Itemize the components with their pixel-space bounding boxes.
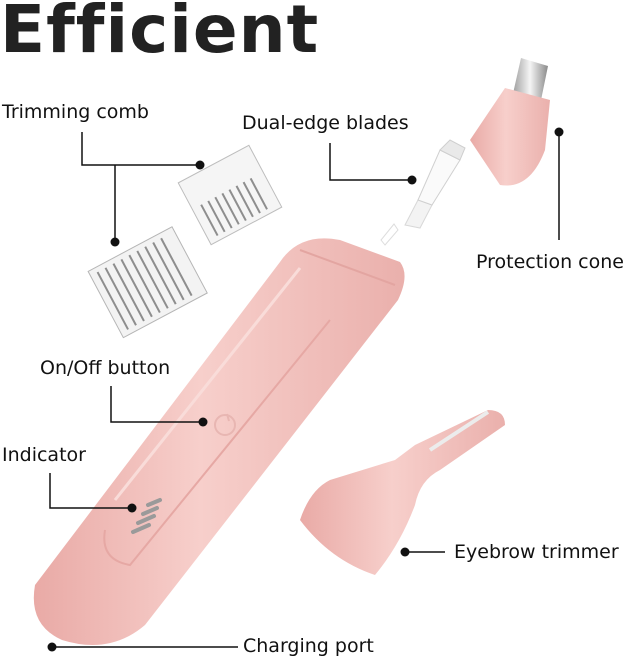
label-eyebrow-trimmer: Eyebrow trimmer bbox=[454, 541, 619, 563]
leader-lines bbox=[49, 132, 560, 648]
trimming-combs bbox=[87, 144, 283, 339]
label-dual-edge-blades: Dual-edge blades bbox=[242, 112, 409, 134]
power-button-icon[interactable] bbox=[214, 414, 236, 436]
protection-cone bbox=[470, 58, 550, 186]
indicator-lights bbox=[131, 498, 162, 534]
label-indicator: Indicator bbox=[2, 444, 86, 466]
page-title: Efficient bbox=[0, 0, 320, 68]
label-charging-port: Charging port bbox=[243, 635, 374, 657]
dual-edge-blades bbox=[404, 139, 466, 229]
eyebrow-trimmer-head bbox=[300, 410, 505, 575]
label-protection-cone: Protection cone bbox=[476, 251, 624, 273]
label-trimming-comb: Trimming comb bbox=[2, 101, 149, 123]
trimmer-body bbox=[33, 223, 405, 645]
leader-dots bbox=[47, 127, 564, 652]
label-on-off-button: On/Off button bbox=[40, 357, 171, 379]
